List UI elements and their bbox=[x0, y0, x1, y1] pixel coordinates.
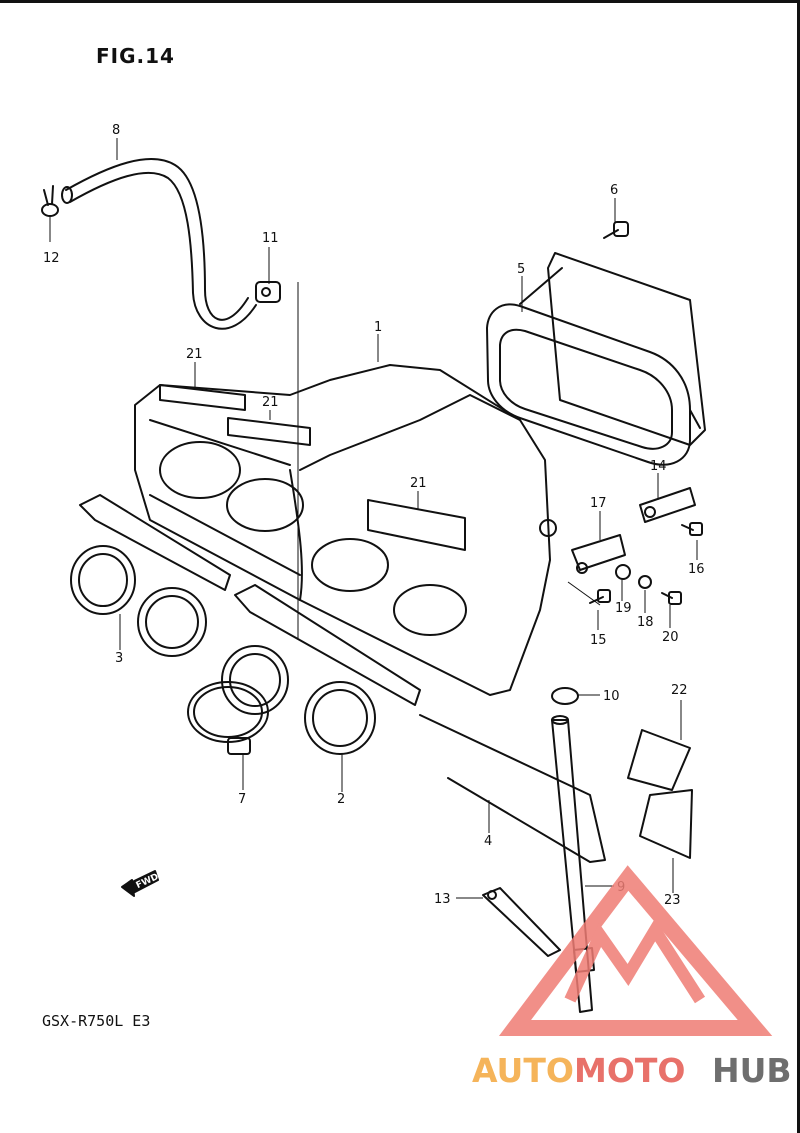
callout-number: 11 bbox=[262, 231, 279, 246]
callout-number: 20 bbox=[662, 630, 679, 645]
callout-number: 12 bbox=[43, 251, 60, 266]
callout-number: 7 bbox=[238, 792, 246, 807]
callout-number: 22 bbox=[671, 683, 688, 698]
callout-number: 18 bbox=[637, 615, 654, 630]
forward-arrow-icon bbox=[121, 870, 159, 897]
intake-funnel-set bbox=[221, 584, 421, 755]
callout-number: 13 bbox=[434, 892, 451, 907]
callout-number: 21 bbox=[186, 347, 203, 362]
model-code: GSX-R750L E3 bbox=[42, 1012, 151, 1030]
hose-clip bbox=[41, 185, 59, 217]
callout-number: 19 bbox=[615, 601, 632, 616]
funnel-clamp bbox=[187, 681, 269, 755]
air-cleaner-box bbox=[134, 364, 551, 696]
watermark-text: AUTO MOTO HUB bbox=[472, 1051, 792, 1090]
watermark-part3: HUB bbox=[712, 1051, 792, 1090]
callout-number: 6 bbox=[610, 183, 618, 198]
screw bbox=[603, 221, 629, 239]
callout-number: 23 bbox=[664, 893, 681, 908]
callout-number: 21 bbox=[262, 395, 279, 410]
mount-bracket bbox=[639, 487, 696, 523]
watermark-part1: AUTO bbox=[472, 1051, 574, 1090]
fastener-set bbox=[539, 519, 703, 605]
figure-title: FIG.14 bbox=[96, 44, 175, 68]
air-filter-element bbox=[486, 252, 706, 466]
right-border bbox=[797, 0, 800, 1133]
intake-funnel-set bbox=[70, 494, 231, 657]
callout-number: 2 bbox=[337, 792, 345, 807]
breather-hose bbox=[61, 158, 257, 330]
mount-bracket bbox=[571, 534, 626, 574]
callout-number: 5 bbox=[517, 262, 525, 277]
retaining-rod bbox=[419, 714, 606, 863]
callout-number: 8 bbox=[112, 123, 120, 138]
callout-number: 14 bbox=[650, 459, 667, 474]
watermark-part2: MOTO bbox=[574, 1051, 685, 1090]
callout-number: 1 bbox=[374, 320, 382, 335]
foam-pad bbox=[159, 384, 466, 551]
tube-bracket bbox=[482, 887, 561, 957]
callout-number: 10 bbox=[603, 689, 620, 704]
hose-clamp bbox=[255, 281, 281, 303]
damper-pad bbox=[627, 729, 693, 859]
callout-number: 15 bbox=[590, 633, 607, 648]
leader-lines bbox=[49, 138, 698, 899]
callout-number: 16 bbox=[688, 562, 705, 577]
callout-number: 3 bbox=[115, 651, 123, 666]
callout-number: 17 bbox=[590, 496, 607, 511]
drain-clamp bbox=[551, 687, 579, 705]
callout-labels: 8 12 11 6 5 1 21 21 21 17 14 16 19 18 20… bbox=[43, 123, 705, 908]
callout-number: 21 bbox=[410, 476, 427, 491]
drain-tube bbox=[551, 715, 595, 1013]
top-border bbox=[0, 0, 800, 3]
watermark-logo-icon bbox=[498, 865, 773, 1036]
callout-number: 4 bbox=[484, 834, 492, 849]
